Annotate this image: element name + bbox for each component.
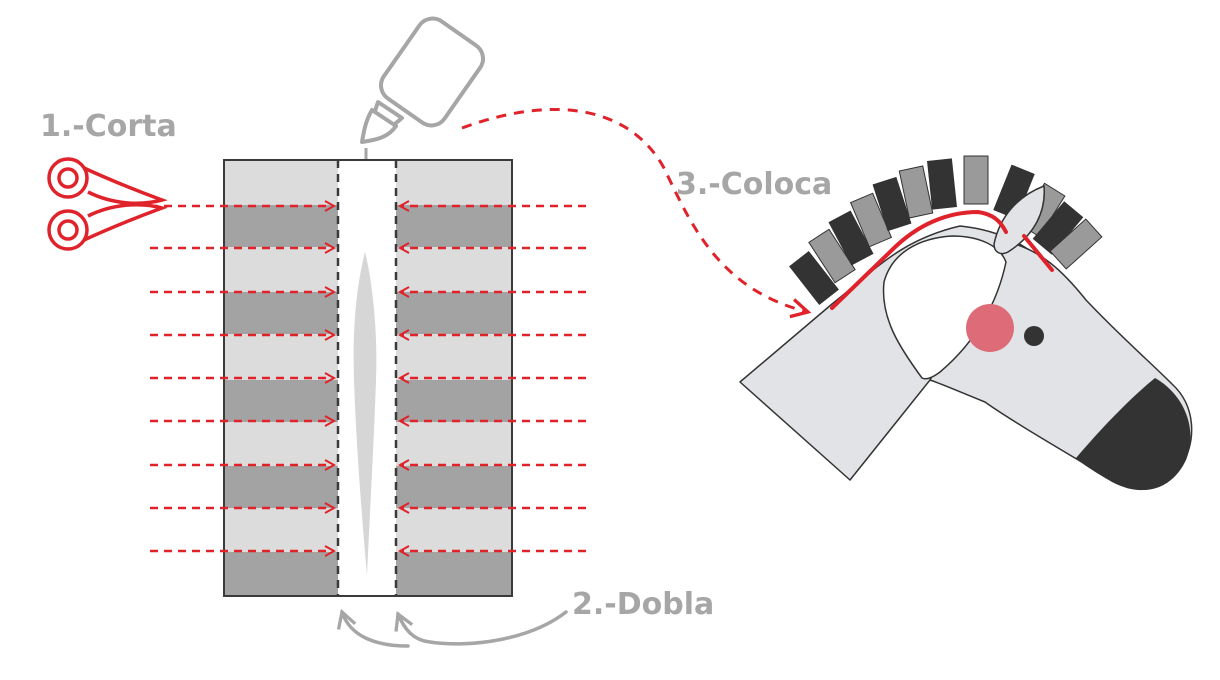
cut-arrows-right [400,206,586,551]
zebra-blush [966,304,1014,352]
scissors-icon [47,157,168,251]
zebra-ear [993,184,1045,255]
glue-smear [353,252,377,575]
glue-bottle-icon [360,16,485,144]
zebra-head [739,155,1193,491]
zebra-muzzle [1076,378,1191,491]
fold-arrows [336,608,568,648]
striped-paper [223,159,513,597]
step-2-label: 2.-Dobla [572,587,714,622]
place-arrow [461,108,808,312]
step-1-label: 1.-Corta [40,109,177,144]
zebra-eye [1024,326,1044,346]
step-3-label: 3.-Coloca [676,167,832,202]
cut-arrows-left [150,206,334,551]
mane-glue-line [830,209,1008,310]
zebra-mane [789,155,1103,306]
mane-glue-line-end [1022,234,1054,272]
